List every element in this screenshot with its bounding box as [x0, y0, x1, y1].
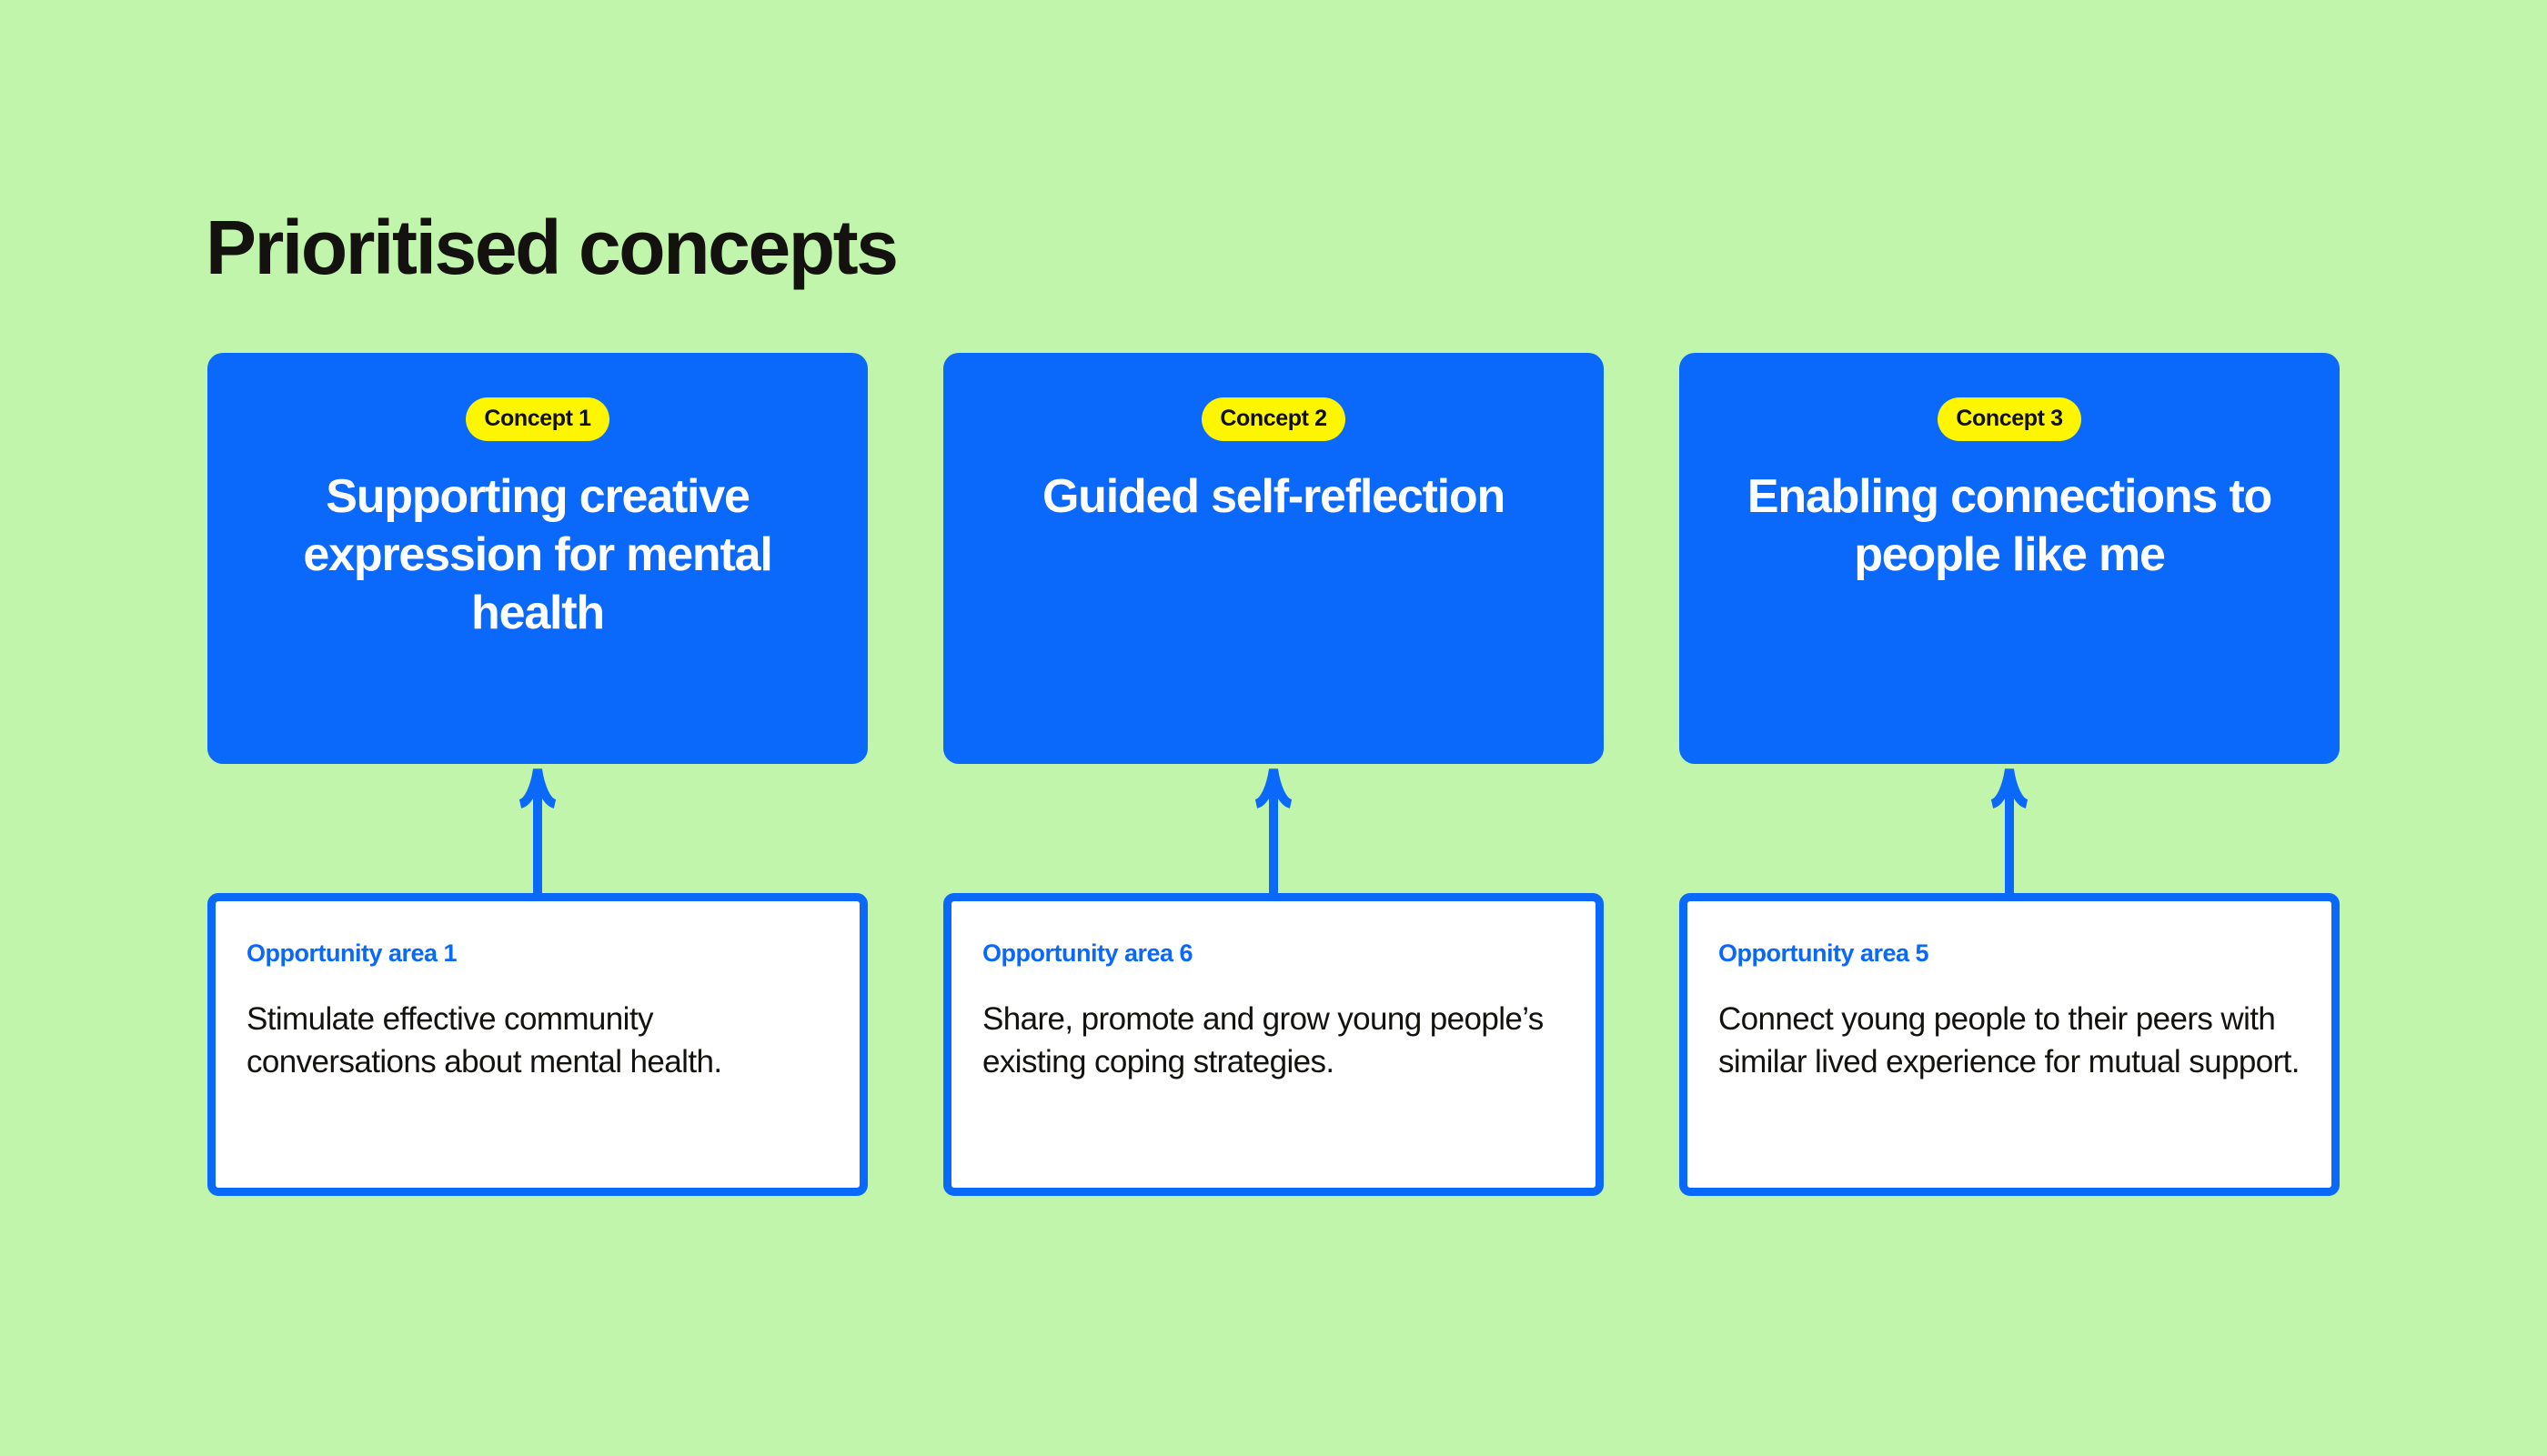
concept-title-3: Enabling connections to people like me — [1747, 470, 2272, 581]
arrow-up-icon — [518, 768, 557, 893]
arrow-up-icon — [1990, 768, 2029, 893]
concept-card-3[interactable]: Concept 3 Enabling connections to people… — [1679, 353, 2340, 764]
concept-badge-3: Concept 3 — [1938, 397, 2081, 441]
arrow-up-icon — [1254, 768, 1293, 893]
concept-columns: Concept 1 Supporting creative expression… — [207, 353, 2340, 1196]
opportunity-text-1: Stimulate effective community conversati… — [247, 1000, 722, 1079]
concept-card-1[interactable]: Concept 1 Supporting creative expression… — [207, 353, 868, 764]
opportunity-card-3[interactable]: Opportunity area 5 Connect young people … — [1679, 893, 2340, 1196]
concept-title-1: Supporting creative expression for menta… — [303, 470, 772, 639]
concept-badge-2: Concept 2 — [1202, 397, 1345, 441]
concept-badge-1: Concept 1 — [466, 397, 609, 441]
concept-column-2: Concept 2 Guided self-reflection Opportu… — [943, 353, 1604, 1196]
opportunity-card-2[interactable]: Opportunity area 6 Share, promote and gr… — [943, 893, 1604, 1196]
opportunity-label-2: Opportunity area 6 — [982, 939, 1193, 967]
concept-title-2: Guided self-reflection — [1042, 470, 1505, 523]
concept-column-1: Concept 1 Supporting creative expression… — [207, 353, 868, 1196]
opportunity-text-3: Connect young people to their peers with… — [1718, 1000, 2300, 1079]
concept-column-3: Concept 3 Enabling connections to people… — [1679, 353, 2340, 1196]
arrow-connector-2 — [943, 764, 1604, 893]
opportunity-card-1[interactable]: Opportunity area 1 Stimulate effective c… — [207, 893, 868, 1196]
arrow-connector-1 — [207, 764, 868, 893]
arrow-connector-3 — [1679, 764, 2340, 893]
opportunity-label-1: Opportunity area 1 — [247, 939, 458, 967]
opportunity-label-3: Opportunity area 5 — [1718, 939, 1929, 967]
opportunity-text-2: Share, promote and grow young people’s e… — [982, 1000, 1544, 1079]
page-title: Prioritised concepts — [206, 205, 899, 291]
concept-card-2[interactable]: Concept 2 Guided self-reflection — [943, 353, 1604, 764]
